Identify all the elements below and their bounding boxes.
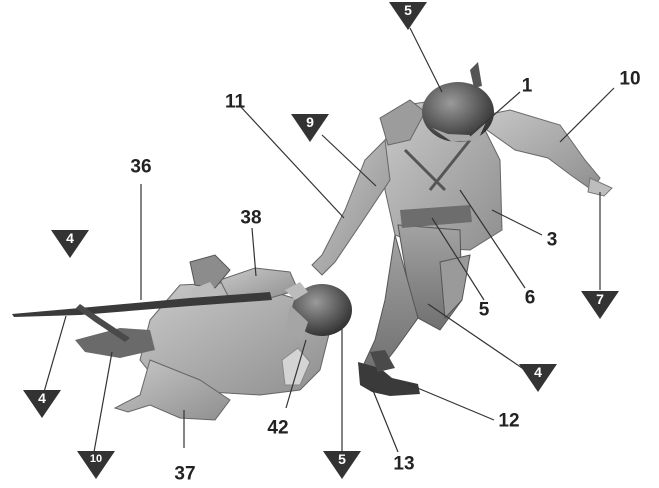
marker-label: 7 [581, 292, 619, 306]
callout-5-mid: 5 [479, 301, 490, 320]
callout-6: 6 [525, 289, 536, 308]
marker-label: 4 [51, 231, 89, 245]
callout-36: 36 [130, 158, 151, 177]
triangle-marker-4-left: 4 [51, 230, 89, 258]
marker-label: 9 [291, 115, 329, 129]
fallen-soldier-figure [75, 255, 352, 420]
triangle-marker-5-bottom: 5 [323, 451, 361, 479]
marker-label: 10 [77, 452, 115, 466]
callout-42: 42 [267, 419, 288, 438]
callout-38: 38 [240, 209, 261, 228]
callout-1: 1 [522, 77, 533, 96]
callout-3: 3 [547, 231, 558, 250]
callout-37: 37 [174, 465, 195, 484]
triangle-marker-10-bottom: 10 [77, 451, 115, 479]
leader-line [428, 304, 525, 370]
triangle-marker-7: 7 [581, 291, 619, 319]
marker-label: 4 [23, 391, 61, 405]
leader-line [94, 352, 112, 452]
triangle-marker-4-bottom: 4 [23, 390, 61, 418]
callout-11: 11 [225, 93, 245, 112]
marker-label: 5 [389, 3, 427, 17]
leader-line [408, 384, 494, 420]
marker-label: 4 [519, 365, 557, 379]
leader-line [560, 88, 614, 142]
marker-label: 5 [323, 452, 361, 466]
standing-soldier-figure [312, 62, 612, 396]
leader-line [410, 28, 442, 92]
triangle-marker-5-top: 5 [389, 2, 427, 30]
callout-13: 13 [393, 455, 414, 474]
callout-10-top: 10 [619, 70, 640, 89]
callout-12: 12 [498, 412, 519, 431]
triangle-marker-4-right: 4 [519, 364, 557, 392]
leader-line [372, 388, 398, 452]
triangle-marker-9: 9 [291, 114, 329, 142]
leader-line [44, 316, 66, 392]
